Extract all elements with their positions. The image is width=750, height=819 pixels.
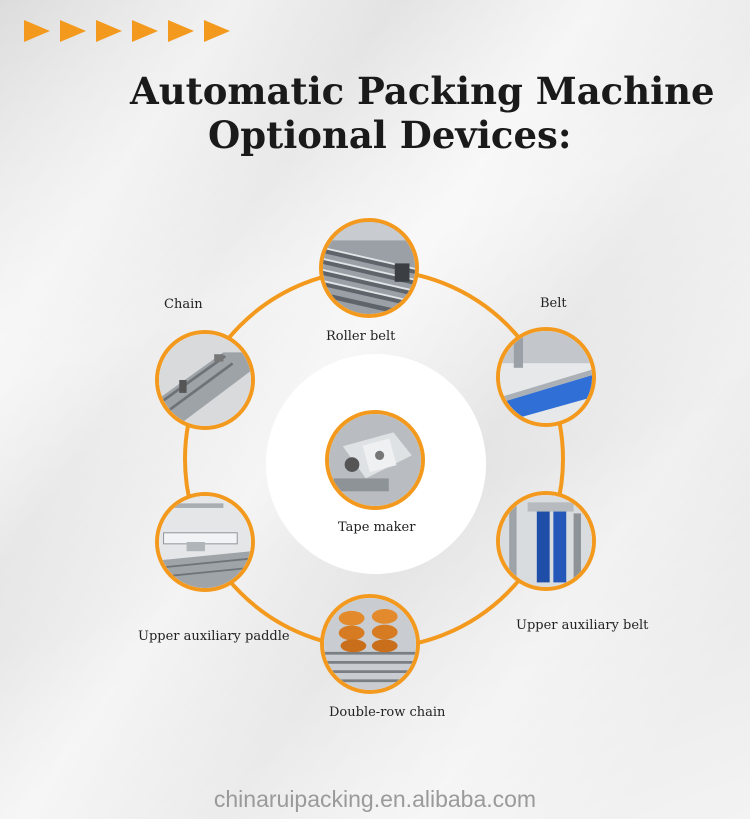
arrow-icon (168, 20, 194, 42)
upper-auxiliary-belt-image (496, 491, 596, 591)
double-row-chain-image (320, 594, 420, 694)
chain-image (155, 330, 255, 430)
arrow-icon (132, 20, 158, 42)
arrow-icon (204, 20, 230, 42)
arrow-icon (96, 20, 122, 42)
title-line-1: Automatic Packing Machine (130, 69, 715, 113)
decorative-arrows (24, 20, 230, 42)
upper-auxiliary-belt-label: Upper auxiliary belt (516, 618, 649, 633)
tape-maker-label: Tape maker (338, 520, 416, 535)
arrow-icon (60, 20, 86, 42)
chain-label: Chain (164, 297, 203, 312)
roller-belt-image (319, 218, 419, 318)
tape-maker-image (325, 410, 425, 510)
title-line-2: Optional Devices: (208, 113, 572, 157)
footer-url: chinaruipacking.en.alibaba.com (213, 786, 537, 812)
belt-image (496, 327, 596, 427)
double-row-chain-label: Double-row chain (329, 705, 446, 720)
belt-label: Belt (540, 296, 567, 311)
arrow-icon (24, 20, 50, 42)
upper-auxiliary-paddle-image (155, 492, 255, 592)
upper-auxiliary-paddle-label: Upper auxiliary paddle (138, 629, 290, 644)
roller-belt-label: Roller belt (326, 329, 396, 344)
